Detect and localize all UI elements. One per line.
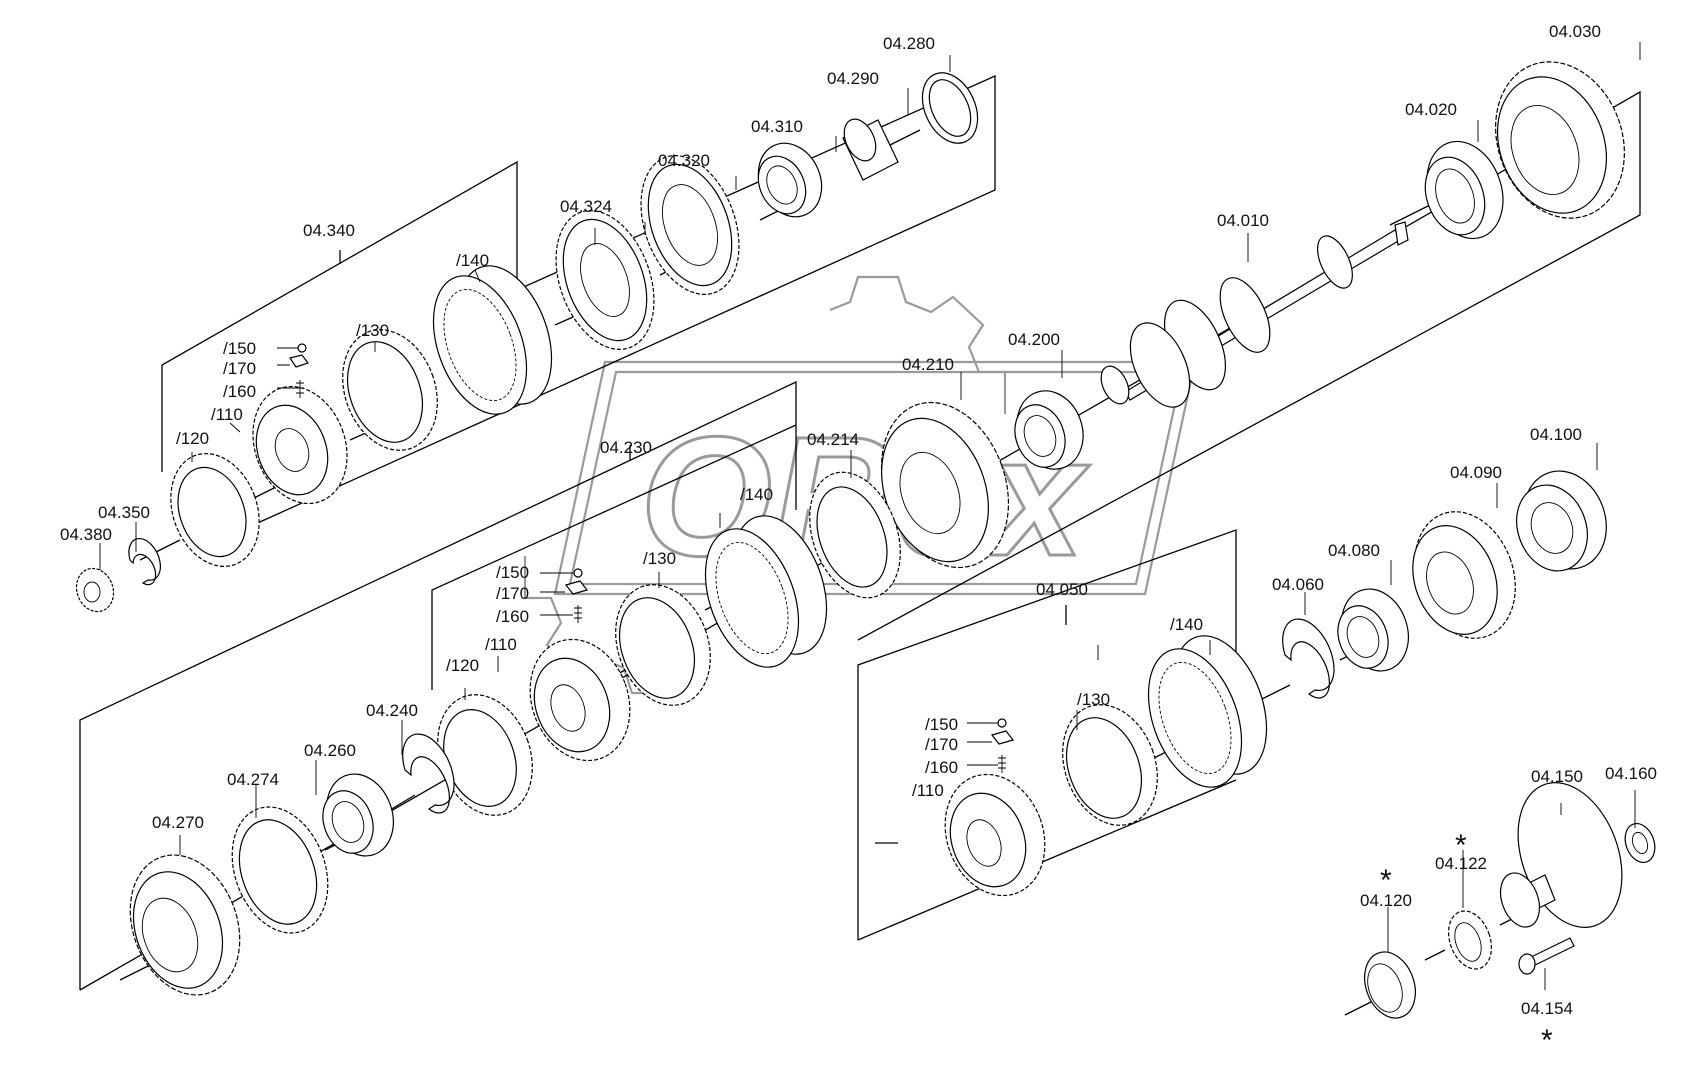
label-l-160: /160 (925, 758, 958, 777)
label-04-010: 04.010 (1217, 211, 1269, 230)
leader-lines (99, 42, 1641, 990)
label-04-090: 04.090 (1450, 463, 1502, 482)
gear-04-214 (809, 471, 901, 599)
ring-u-120 (170, 453, 260, 567)
label-04-020: 04.020 (1405, 100, 1457, 119)
star-04-154: * (1541, 1024, 1553, 1057)
gear-04-320 (640, 155, 740, 295)
circlip-04-350 (128, 537, 161, 586)
label-04-160: 04.160 (1605, 764, 1657, 783)
gear-04-324 (555, 210, 655, 350)
gear-04-090 (1412, 511, 1516, 639)
shaft-04-010 (1100, 221, 1409, 408)
label-m-150: /150 (496, 563, 529, 582)
label-l-130: /130 (1077, 690, 1110, 709)
circlip-04-240 (402, 733, 455, 814)
ring-l-130 (1062, 704, 1158, 826)
ring-m-130 (615, 584, 711, 706)
washer-04-280 (921, 72, 979, 144)
bearing-04-310 (757, 142, 823, 218)
label-04-214: 04.214 (807, 430, 859, 449)
label-04-310: 04.310 (751, 117, 803, 136)
label-04-154: 04.154 (1521, 999, 1573, 1018)
label-04-200: 04.200 (1008, 330, 1060, 349)
label-04-100: 04.100 (1530, 425, 1582, 444)
label-04-290: 04.290 (827, 69, 879, 88)
star-04-120: * (1380, 864, 1392, 897)
label-04-240: 04.240 (366, 701, 418, 720)
sleeve-m-140 (704, 515, 828, 668)
hub-l-110 (944, 773, 1046, 897)
label-04-210: 04.210 (902, 355, 954, 374)
label-04-122: 04.122 (1435, 854, 1487, 873)
label-u-110: /110 (211, 405, 243, 424)
gear-04-210 (880, 401, 1010, 569)
seal-04-160 (1624, 823, 1656, 863)
label-u-170: /170 (223, 359, 256, 378)
label-04-274: 04.274 (227, 770, 279, 789)
label-04-320: 04.320 (658, 151, 710, 170)
label-l-150: /150 (925, 715, 958, 734)
label-04-120: 04.120 (1360, 891, 1412, 910)
bearing-04-200 (1014, 390, 1084, 470)
label-m-170: /170 (496, 584, 529, 603)
label-l-110: /110 (912, 781, 944, 800)
label-m-110: /110 (485, 635, 517, 654)
circlip-04-060 (1282, 618, 1335, 699)
label-m-130: /130 (643, 549, 676, 568)
pin-set-middle (540, 568, 589, 623)
label-04-340: 04.340 (303, 221, 355, 240)
label-04-150: 04.150 (1531, 767, 1583, 786)
frame-04-230 (79, 380, 797, 990)
hub-u-110 (252, 385, 348, 505)
label-04-030: 04.030 (1549, 22, 1601, 41)
label-04-324: 04.324 (560, 197, 612, 216)
label-m-140: /140 (740, 485, 773, 504)
ring-m-120 (437, 694, 533, 816)
flange-04-150 (1499, 782, 1623, 928)
hub-m-110 (529, 638, 631, 762)
label-u-130: /130 (356, 321, 389, 340)
label-04-280: 04.280 (883, 34, 935, 53)
label-04-060: 04.060 (1272, 575, 1324, 594)
bearing-04-260 (322, 773, 394, 857)
label-u-150: /150 (223, 339, 256, 358)
ring-u-130 (342, 329, 438, 451)
star-04-122: * (1455, 829, 1467, 862)
label-04-260: 04.260 (304, 741, 356, 760)
gear-04-270 (129, 854, 241, 996)
gear-04-274 (231, 806, 329, 934)
nut-04-122 (1447, 910, 1493, 970)
bearing-04-020 (1424, 140, 1504, 240)
label-04-050: 04.050 (1036, 580, 1088, 599)
label-u-160: /160 (223, 382, 256, 401)
frame-upper-shaft (219, 74, 996, 541)
label-04-350: 04.350 (98, 503, 150, 522)
callout-labels: 04.280 04.290 04.310 04.320 04.324 04.34… (60, 22, 1657, 1057)
label-l-140: /140 (1170, 615, 1203, 634)
frame-04-340 (161, 160, 518, 472)
label-04-080: 04.080 (1328, 541, 1380, 560)
frame-04-050 (857, 529, 1237, 941)
label-u-140: /140 (456, 251, 489, 270)
sleeve-u-140 (432, 265, 553, 415)
label-l-170: /170 (925, 735, 958, 754)
sleeve-04-290 (842, 118, 899, 181)
bearing-04-080 (1337, 588, 1409, 672)
pin-set-upper (277, 343, 309, 398)
label-04-380: 04.380 (60, 525, 112, 544)
bearing-04-100 (1516, 470, 1607, 572)
label-04-270: 04.270 (152, 813, 204, 832)
label-04-230: 04.230 (600, 438, 652, 457)
nut-04-380 (75, 567, 115, 613)
label-u-120: /120 (176, 429, 209, 448)
sleeve-l-140 (1147, 635, 1268, 788)
label-m-160: /160 (496, 607, 529, 626)
washer-04-120 (1364, 951, 1416, 1019)
bolt-04-154 (1518, 937, 1575, 975)
pin-set-lower (967, 718, 1015, 773)
gear-04-030 (1495, 61, 1625, 219)
label-m-120: /120 (446, 656, 479, 675)
